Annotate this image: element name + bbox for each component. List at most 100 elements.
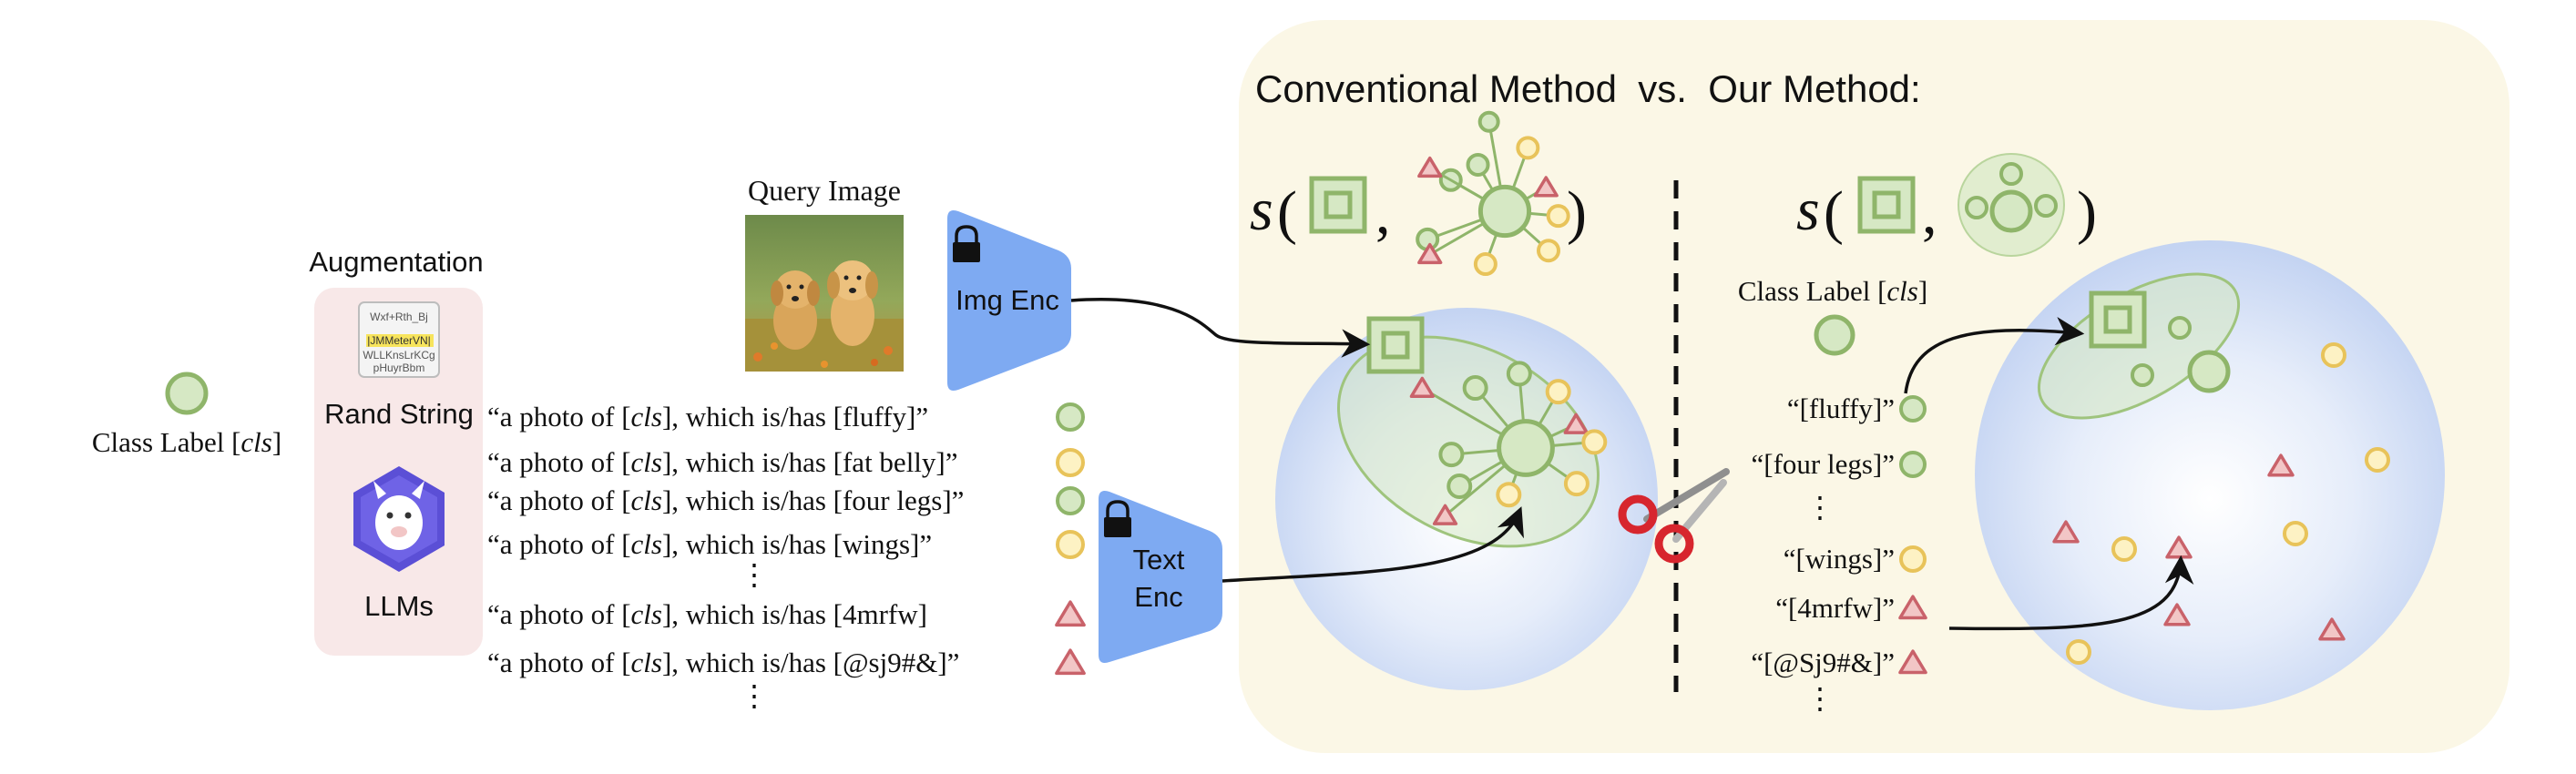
text-encoder-label-1: Text — [1133, 544, 1185, 575]
scatter-red — [2163, 603, 2191, 626]
prompt-text: “a photo of [cls], which is/has [four le… — [487, 484, 964, 516]
img-embedding-arrow — [1070, 298, 1371, 358]
formula-star-node-yellow — [1473, 252, 1498, 277]
conventional-image-feature — [1366, 316, 1425, 374]
prompt-marker-green — [1056, 486, 1085, 515]
formula-star-node-red — [1533, 176, 1559, 198]
prompt-marker-red — [1055, 648, 1086, 676]
scatter-yellow — [2283, 521, 2308, 546]
sphere-star-node-green — [1446, 474, 1473, 499]
query-image-puppies — [745, 215, 904, 372]
prompt-list: “a photo of [cls], which is/has [fluffy]… — [487, 401, 1086, 678]
word-text: “[@Sj9#&]” — [1751, 647, 1895, 678]
scatter-yellow — [2066, 639, 2091, 665]
class-label-right-circle — [1814, 314, 1855, 356]
prompt-text: “a photo of [cls], which is/has [fat bel… — [487, 446, 958, 478]
prompt-marker-red — [1055, 600, 1086, 627]
formula-star-node-yellow — [1516, 136, 1540, 160]
sphere-star-node-green — [1506, 361, 1532, 387]
word-marker-yellow — [1899, 545, 1927, 573]
sphere-star-node-yellow — [1581, 429, 1608, 455]
formula-class-cluster — [1958, 153, 2065, 257]
formula-star-node-yellow — [1537, 239, 1561, 263]
prompt-text: “a photo of [cls], which is/has [wings]” — [487, 528, 932, 560]
svg-text:(: ( — [1824, 179, 1844, 246]
word-ellipsis-2: ⋮ — [1805, 682, 1835, 715]
word-text: “[4mrfw]” — [1775, 592, 1895, 624]
word-list: “[fluffy]” “[four legs]” “[wings]” “[4mrfw]… — [1751, 392, 1927, 678]
formula-star-node-red — [1417, 242, 1443, 265]
word-marker-red — [1898, 595, 1927, 620]
sphere-star-node-yellow — [1545, 379, 1571, 405]
text-encoder — [1099, 491, 1222, 663]
query-image-label: Query Image — [748, 174, 901, 207]
sphere-star-node-red — [1563, 412, 1589, 434]
img-encoder-label: Img Enc — [956, 284, 1059, 316]
word-text: “[fluffy]” — [1787, 392, 1895, 424]
class-label-circle — [165, 372, 209, 415]
sphere-star-node-yellow — [1496, 482, 1522, 508]
llms-label: LLMs — [364, 590, 434, 622]
conventional-similarity-formula: s ( , ) — [1250, 110, 1587, 277]
scatter-red — [2267, 453, 2295, 477]
prompt-ellipsis-1: ⋮ — [740, 558, 769, 591]
random-word-arrow — [1948, 555, 2194, 631]
prompt-text: “a photo of [cls], which is/has [@sj9#&]… — [487, 647, 959, 678]
word-text: “[wings]” — [1784, 543, 1895, 575]
class-to-cluster-arrow — [1904, 317, 2085, 394]
sphere-star-node-yellow — [1563, 471, 1590, 497]
sphere-star-center — [1497, 419, 1555, 477]
sphere-star-node-green — [1462, 375, 1488, 402]
formula-star-node-green — [1477, 110, 1500, 133]
formula-star-node-green — [1466, 152, 1490, 177]
word-marker-green — [1899, 395, 1927, 423]
comparison-title: Conventional Method vs. Our Method: — [1255, 67, 1921, 110]
svg-text:|JMMeterVN|: |JMMeterVN| — [367, 334, 431, 347]
formula-star-node-yellow — [1546, 204, 1570, 229]
svg-text:s: s — [1250, 177, 1273, 243]
scissors-icon — [1618, 468, 1730, 564]
word-ellipsis-1: ⋮ — [1805, 491, 1835, 524]
word-marker-red — [1898, 649, 1927, 675]
word-marker-green — [1899, 451, 1927, 478]
svg-text:): ) — [1567, 179, 1587, 246]
svg-text:s: s — [1796, 177, 1820, 243]
our-scattered-features — [2052, 342, 2390, 665]
formula-attribute-star — [1416, 110, 1570, 277]
sphere-star-node-red — [1409, 376, 1435, 399]
svg-text:): ) — [2077, 179, 2097, 246]
img-encoder-lock-icon — [953, 225, 980, 262]
prompt-ellipsis-2: ⋮ — [740, 679, 769, 712]
our-similarity-formula: s ( , ) — [1796, 153, 2097, 257]
svg-text:,: , — [1375, 180, 1391, 247]
prompt-text: “a photo of [cls], which is/has [fluffy]… — [487, 401, 928, 433]
svg-text:,: , — [1922, 180, 1937, 247]
scatter-red — [2318, 617, 2346, 641]
svg-text:(: ( — [1277, 179, 1297, 246]
svg-text:WLLKnsLrKCg: WLLKnsLrKCg — [363, 349, 434, 362]
augmentation-label: Augmentation — [309, 246, 483, 278]
scatter-yellow — [2365, 447, 2390, 473]
text-encoder-lock-icon — [1104, 500, 1131, 537]
our-class-features — [2089, 290, 2231, 393]
prompt-marker-yellow — [1056, 530, 1085, 559]
llm-llama-icon — [353, 466, 445, 572]
prompt-marker-green — [1056, 402, 1085, 432]
scatter-red — [2052, 520, 2080, 544]
scatter-yellow — [2111, 536, 2137, 562]
prompt-text: “a photo of [cls], which is/has [4mrfw] — [487, 598, 927, 630]
rand-string-label: Rand String — [324, 398, 474, 430]
formula-star-center — [1477, 184, 1532, 239]
svg-text:pHuyrBbm: pHuyrBbm — [373, 362, 425, 374]
prompt-marker-yellow — [1056, 448, 1085, 477]
svg-text:Wxf+Rth_Bj: Wxf+Rth_Bj — [370, 311, 428, 323]
sphere-star-node-red — [1432, 504, 1458, 525]
conventional-class-ellipse — [1337, 335, 1600, 548]
sphere-star-node-green — [1438, 442, 1465, 468]
class-label-left: Class Label [cls] — [92, 426, 281, 458]
class-label-right: Class Label [cls] — [1738, 275, 1927, 307]
word-text: “[four legs]” — [1752, 448, 1896, 480]
scatter-yellow — [2321, 342, 2346, 368]
text-embedding-arrow — [1222, 506, 1524, 583]
